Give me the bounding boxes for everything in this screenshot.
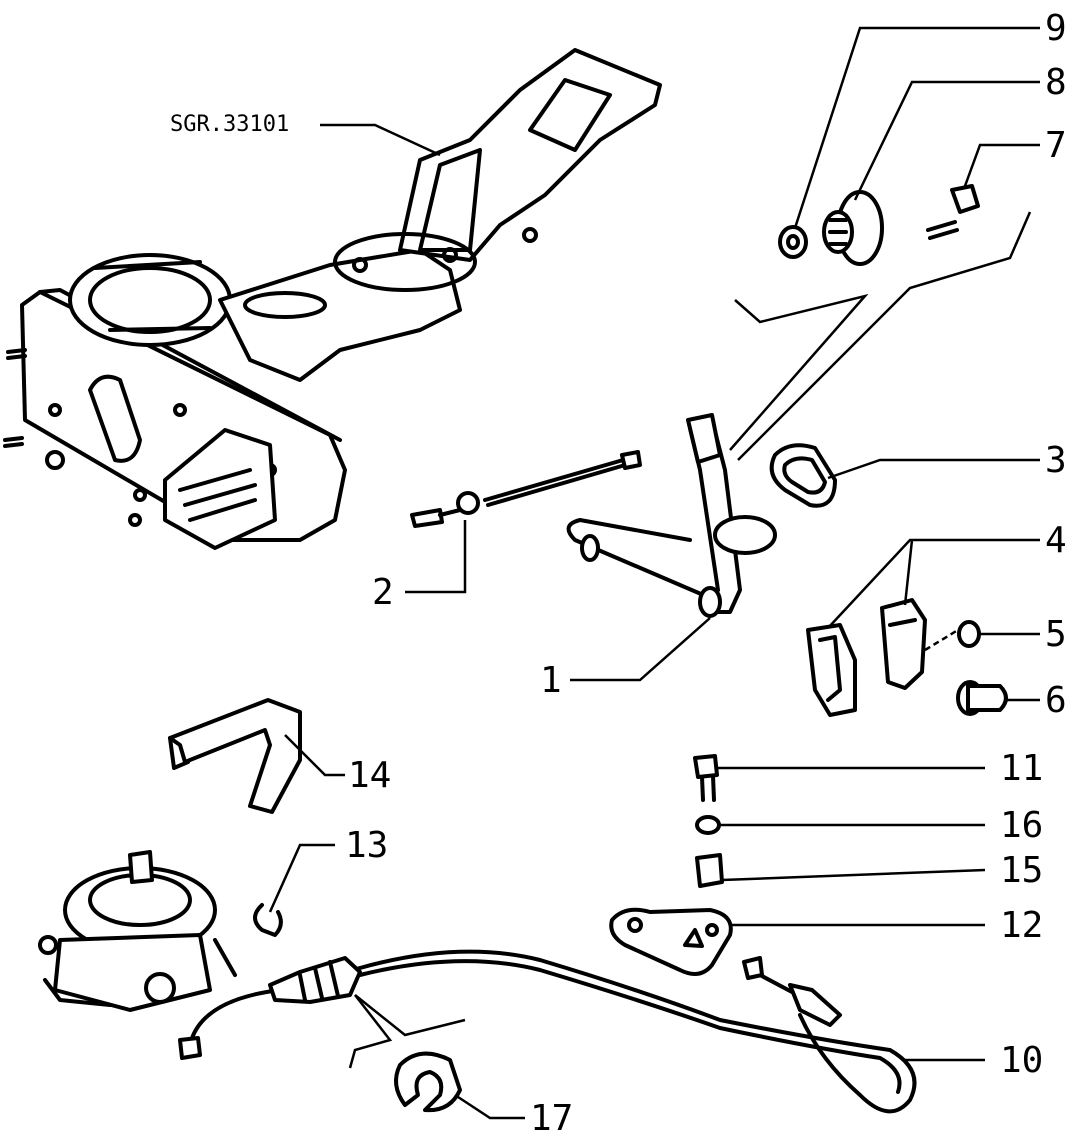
leader-lines	[268, 26, 1040, 1120]
part-2-rod	[410, 450, 642, 528]
callout-1: 1	[540, 660, 562, 701]
callout-7: 7	[1045, 125, 1067, 166]
part-9-nut	[778, 225, 808, 259]
callout-6: 6	[1045, 680, 1067, 721]
throttle-body	[38, 850, 237, 1012]
callout-12: 12	[1000, 905, 1043, 946]
part-5-nut	[957, 620, 981, 648]
callout-2: 2	[372, 572, 394, 613]
callout-16: 16	[1000, 805, 1043, 846]
part-8-pulley	[822, 190, 884, 266]
callout-11: 11	[1000, 748, 1043, 789]
part-16-washer	[695, 815, 721, 835]
callout-3: 3	[1045, 440, 1067, 481]
callout-14: 14	[348, 755, 391, 796]
part-11-bolt	[693, 754, 719, 802]
callout-10: 10	[1000, 1040, 1043, 1081]
callout-8: 8	[1045, 62, 1067, 103]
part-4-bracket-pair	[806, 598, 959, 717]
callout-15: 15	[1000, 850, 1043, 891]
part-7-bolt	[926, 184, 980, 240]
callout-9: 9	[1045, 8, 1067, 49]
callout-4: 4	[1045, 520, 1067, 561]
part-1-pedal-arm	[566, 413, 777, 618]
callout-17: 17	[530, 1098, 573, 1139]
callout-5: 5	[1045, 614, 1067, 655]
part-10-cable	[178, 949, 917, 1114]
part-12-lever-plate	[609, 907, 733, 976]
part-14-bracket	[168, 698, 302, 814]
pedal-bracket-assembly	[3, 48, 662, 550]
part-15-spacer	[695, 853, 724, 888]
part-6-bushing	[956, 680, 1008, 716]
part-3-pedal-pad	[769, 443, 837, 508]
part-13-clip	[253, 903, 283, 937]
callout-13: 13	[345, 825, 388, 866]
part-17-clip	[394, 1051, 462, 1113]
reference-code: SGR.33101	[170, 112, 289, 137]
